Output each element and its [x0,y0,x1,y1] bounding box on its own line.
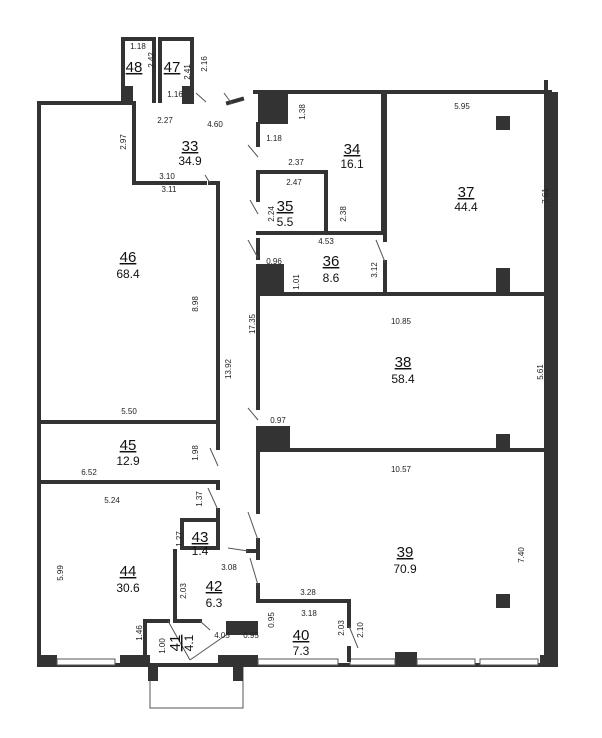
dimension-label: 1.38 [298,104,307,120]
dimension-label: 1.46 [135,625,144,641]
room-area-37: 44.4 [454,200,478,214]
room-number-42: 42 [206,578,223,595]
room-number-37: 37 [458,184,475,201]
dimension-label: 1.00 [158,638,167,654]
dimension-label: 10.85 [391,317,412,326]
dimension-label: 2.47 [286,178,302,187]
dimension-label: 2.38 [339,206,348,222]
dimension-label: 1.37 [195,491,204,507]
dimension-label: 13.92 [224,358,233,379]
room-number-35: 35 [277,198,294,215]
dimension-label: 2.03 [179,583,188,599]
dimension-label: 2.03 [337,620,346,636]
room-number-33: 33 [182,138,199,155]
exterior-walls [37,37,558,709]
room-number-40: 40 [293,627,310,644]
room-area-38: 58.4 [391,372,415,386]
dimension-label: 7.40 [517,547,526,563]
room-area-34: 16.1 [340,157,364,171]
dimension-label: 2.10 [356,622,365,638]
dimension-label: 3.18 [301,609,317,618]
dimension-label: 17.35 [248,313,257,334]
dimension-label: 10.57 [391,465,412,474]
room-number-44: 44 [120,563,137,580]
room-number-34: 34 [344,141,361,158]
room-area-40: 7.3 [293,644,310,658]
dimension-label: 1.98 [191,445,200,461]
dimension-label: 2.97 [119,134,128,150]
room-number-47: 47 [164,59,181,76]
dimension-label: 4.53 [318,237,334,246]
dimension-label: 2.37 [288,158,304,167]
dimension-label: 0.95 [267,612,276,628]
dimension-label: 1.18 [266,134,282,143]
dimension-label: 0.95 [243,631,259,640]
columns [496,116,510,608]
dimension-label: 4.60 [207,120,223,129]
door-swings [167,92,386,661]
room-number-45: 45 [120,437,137,454]
dimension-label: 5.99 [56,565,65,581]
room-area-39: 70.9 [393,562,417,576]
room-number-36: 36 [323,253,340,270]
room-number-41: 41 [167,635,184,652]
room-area-36: 8.6 [323,271,340,285]
dimension-label: 4.05 [214,631,230,640]
dimension-label: 1.01 [292,274,301,290]
dimension-label: 2.16 [200,56,209,72]
dimension-label: 0.96 [266,257,282,266]
dimension-label: 0.97 [270,416,286,425]
room-area-45: 12.9 [116,454,140,468]
room-area-43: 1.4 [192,544,209,558]
room-area-33: 34.9 [178,154,202,168]
dimension-label: 5.95 [454,102,470,111]
dimension-label: 5.24 [104,496,120,505]
room-number-39: 39 [397,544,414,561]
room-area-46: 68.4 [116,267,140,281]
dimension-label: 7.61 [541,188,550,204]
dimension-label: 8.98 [191,296,200,312]
dimension-label: 3.11 [162,185,178,194]
dimension-label: 3.28 [300,588,316,597]
interior-walls [37,90,547,662]
dimension-label: 1.27 [175,531,184,547]
dimension-label: 1.18 [130,42,146,51]
room-area-42: 6.3 [206,596,223,610]
room-area-41: 4.1 [182,634,196,651]
room-area-35: 5.5 [277,215,294,229]
room-area-44: 30.6 [116,581,140,595]
dimension-label: 3.08 [221,563,237,572]
room-number-46: 46 [120,249,137,266]
dimension-label: 2.27 [157,116,173,125]
room-number-48: 48 [126,59,143,76]
dimension-label: 2.24 [267,206,276,222]
dimension-label: 5.61 [536,364,545,380]
dimension-label: 6.52 [81,468,97,477]
room-number-43: 43 [192,529,209,546]
dimension-label: 3.12 [370,262,379,278]
dimension-label: 1.16 [167,90,183,99]
windows [56,658,539,666]
dimension-label: 3.10 [159,172,175,181]
dimension-label: 2.42 [147,52,156,68]
room-number-38: 38 [395,354,412,371]
dimension-label: 2.41 [183,64,192,80]
dimension-label: 5.50 [121,407,137,416]
